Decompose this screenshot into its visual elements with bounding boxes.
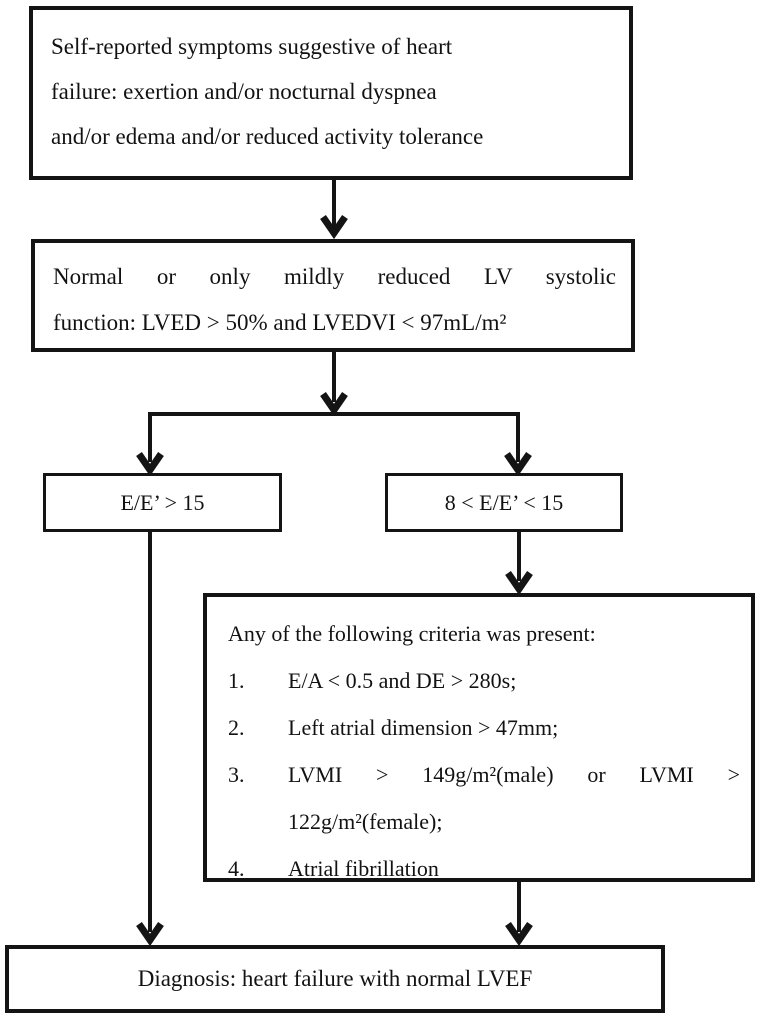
ee-ratio-intermediate-label: 8 < E/E’ < 15 <box>444 489 564 515</box>
symptoms-line-1: Self-reported symptoms suggestive of hea… <box>51 34 453 59</box>
criteria-item-1: 1. E/A < 0.5 and DE > 280s; <box>228 657 740 704</box>
ee-ratio-high-label: E/E’ > 15 <box>120 489 205 515</box>
criteria-item-3-line-2: 122g/m²(female); <box>288 809 443 834</box>
criteria-item-4: 4. Atrial fibrillation <box>228 845 740 892</box>
arrow-ee-high-to-diagnosis-head <box>136 922 164 947</box>
lv-function-line-1: Normal or only mildly reduced LV systoli… <box>53 264 616 289</box>
symptoms-line-2: failure: exertion and/or nocturnal dyspn… <box>51 79 437 104</box>
criteria-item-3-number: 3. <box>228 762 245 787</box>
symptoms-line-3: and/or edema and/or reduced activity tol… <box>51 124 484 149</box>
diagnosis-box: Diagnosis: heart failure with normal LVE… <box>5 945 665 1013</box>
criteria-item-3-text: LVMI > 149g/m²(male) or LVMI > 122g/m²(f… <box>288 751 740 845</box>
arrow-split-to-ee-high-head <box>136 452 164 477</box>
arrow-lv-to-split-head <box>320 392 348 417</box>
ee-ratio-high-box: E/E’ > 15 <box>43 473 282 532</box>
arrow-split-to-ee-mid-head <box>504 452 532 477</box>
ee-ratio-intermediate-box: 8 < E/E’ < 15 <box>385 473 623 532</box>
criteria-item-4-number: 4. <box>228 856 245 881</box>
criteria-item-3-line-1: LVMI > 149g/m²(male) or LVMI > <box>288 762 740 787</box>
criteria-title: Any of the following criteria was presen… <box>228 621 596 646</box>
criteria-item-4-text: Atrial fibrillation <box>288 856 439 881</box>
criteria-item-1-text: E/A < 0.5 and DE > 280s; <box>288 668 517 693</box>
criteria-item-2-text: Left atrial dimension > 47mm; <box>288 715 559 740</box>
lv-function-box: Normal or only mildly reduced LV systoli… <box>31 239 635 352</box>
diagnosis-label: Diagnosis: heart failure with normal LVE… <box>137 966 533 991</box>
criteria-item-2-number: 2. <box>228 715 245 740</box>
criteria-item-2: 2. Left atrial dimension > 47mm; <box>228 704 740 751</box>
arrow-ee-mid-to-criteria-head <box>505 571 533 596</box>
arrow-criteria-to-diagnosis-head <box>505 922 533 947</box>
symptoms-box: Self-reported symptoms suggestive of hea… <box>29 6 633 180</box>
criteria-box: Any of the following criteria was presen… <box>203 593 755 882</box>
lv-function-line-2: function: LVED > 50% and LVEDVI < 97mL/m… <box>53 310 507 335</box>
criteria-item-3: 3. LVMI > 149g/m²(male) or LVMI > 122g/m… <box>228 751 740 845</box>
arrow-symptoms-to-lv-head <box>320 215 348 240</box>
criteria-item-1-number: 1. <box>228 668 245 693</box>
